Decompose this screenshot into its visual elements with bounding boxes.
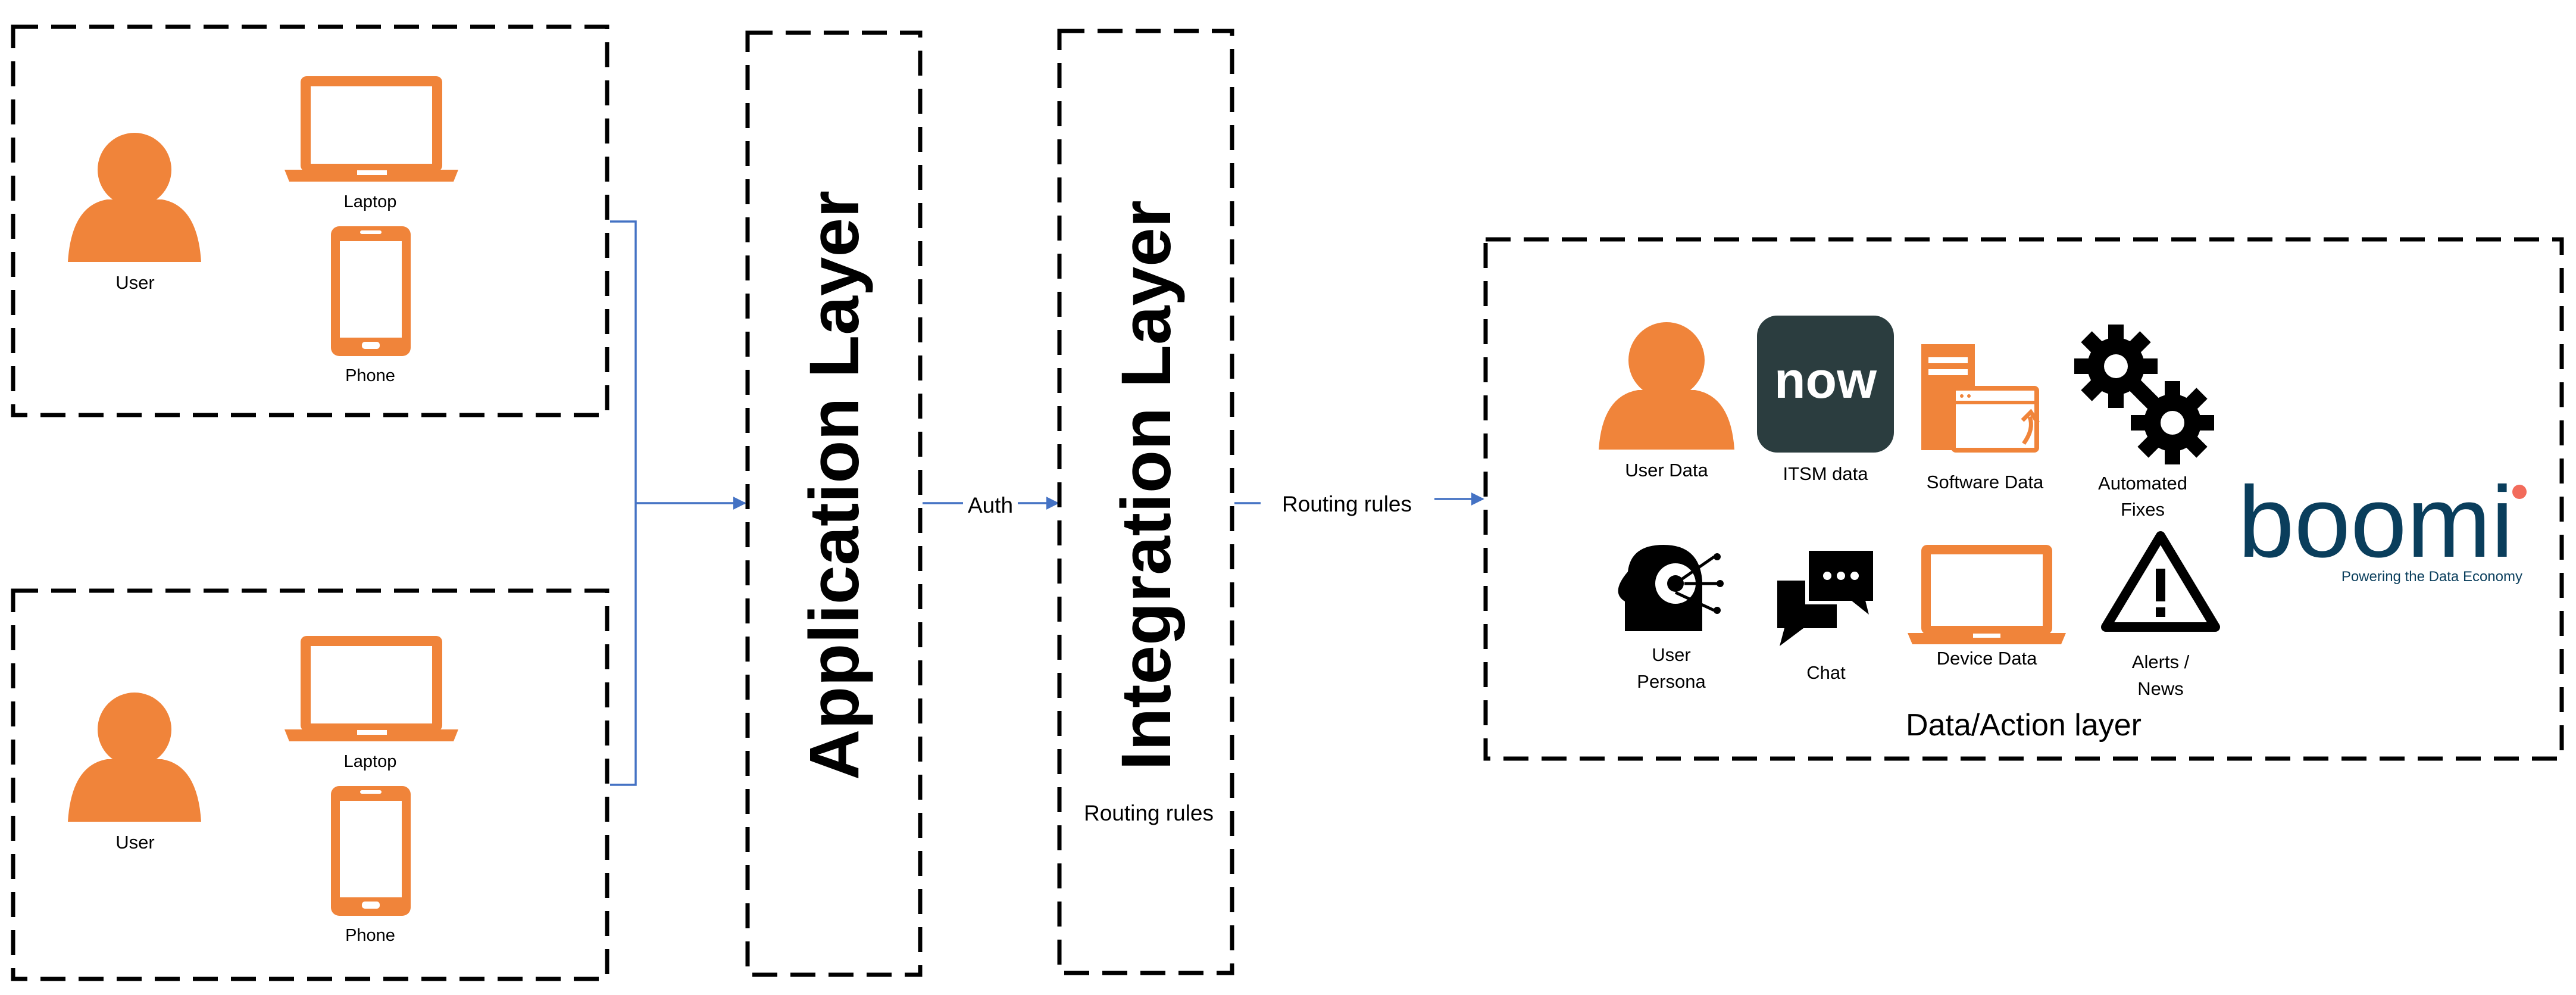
data-action-layer: User Data now ITSM data Software Data [1483,237,2564,761]
data-action-layer-box [1483,237,2564,761]
group-connector [610,220,746,786]
servicenow-logo: now [1757,316,1894,453]
user-data-icon [1599,322,1734,450]
integration-layer-title: Integration Layer [1107,200,1186,770]
automated-fixes-label-2: Fixes [2121,499,2165,520]
user-label: User [115,832,154,853]
application-layer-title: Application Layer [795,191,874,780]
persona-head-icon [1618,545,1724,631]
user-icon [68,133,201,262]
auth-connector: Auth [923,493,1059,517]
warning-icon [2101,531,2220,632]
phone-icon [331,786,411,916]
chat-label: Chat [1806,662,1846,683]
alerts-label-1: Alerts / [2132,651,2190,672]
chat-icon [1777,547,1877,646]
application-layer-box [745,30,923,977]
device-group-2: User Laptop Phone [11,588,609,981]
user-persona-label-2: Persona [1637,671,1706,692]
phone-label: Phone [345,926,395,945]
device-group-2-box [11,588,609,981]
integration-routing-label: Routing rules [1084,801,1214,825]
laptop-label: Laptop [344,752,397,771]
boomi-tagline: Powering the Data Economy [2341,569,2522,585]
user-data-label: User Data [1625,460,1708,481]
boomi-dot-icon [2512,485,2527,499]
application-layer: Application Layer [745,30,923,977]
software-data-label: Software Data [1927,472,2044,492]
laptop-label: Laptop [344,192,397,211]
itsm-label: ITSM data [1783,463,1869,484]
data-action-layer-title: Data/Action layer [1906,708,2142,743]
integration-layer: Integration Layer Routing rules [1057,29,1234,975]
device-group-1: User Laptop Phone [11,24,609,417]
gears-icon [2074,325,2214,464]
device-data-label: Device Data [1937,648,2038,669]
laptop-icon [285,636,458,741]
automated-fixes-label-1: Automated [2098,473,2187,494]
user-label: User [115,272,154,293]
software-data-icon [1921,344,2040,453]
user-icon [68,693,201,822]
laptop-icon [285,76,458,182]
routing-connector: Routing rules [1234,492,1484,516]
phone-icon [331,226,411,356]
auth-label: Auth [968,493,1013,517]
device-group-1-box [11,24,609,417]
alerts-label-2: News [2137,678,2184,699]
integration-layer-box [1057,29,1234,975]
phone-label: Phone [345,366,395,385]
boomi-wordmark: boomi [2238,466,2514,579]
itsm-logo-text: now [1774,352,1877,409]
user-persona-label-1: User [1652,644,1690,665]
device-data-laptop-icon [1908,545,2066,644]
boomi-logo: boomi Powering the Data Economy [2238,466,2527,585]
routing-label: Routing rules [1282,492,1412,516]
